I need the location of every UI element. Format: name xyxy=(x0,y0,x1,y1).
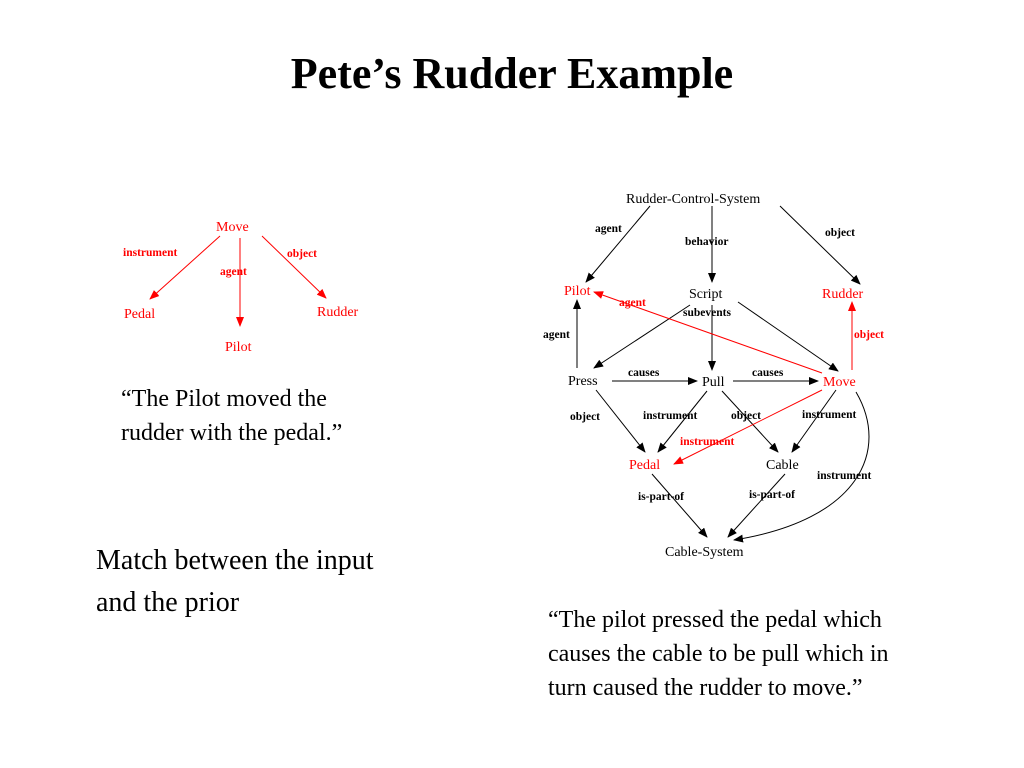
caption-right-line: “The pilot pressed the pedal which xyxy=(548,607,882,633)
node-pilot: Pilot xyxy=(225,340,252,355)
edge-label-object: object xyxy=(570,411,600,423)
edge-move-pedal xyxy=(149,235,221,300)
node-rudder-control-system: Rudder-Control-System xyxy=(626,192,760,207)
edge-label-agent: agent xyxy=(595,223,622,235)
node-pedal: Pedal xyxy=(124,307,155,322)
edge-press-pedal xyxy=(595,389,646,453)
edge-pedal-cablesystem xyxy=(651,473,708,538)
edge-label-instrument: instrument xyxy=(802,409,856,421)
edge-label-causes: causes xyxy=(752,367,784,379)
node-cable: Cable xyxy=(766,458,799,473)
edge-label-agent: agent xyxy=(543,329,570,341)
edge-cable-cablesystem xyxy=(727,473,786,538)
edge-label-instrument: instrument xyxy=(817,470,871,482)
node-pilot: Pilot xyxy=(564,284,591,299)
match-text-line: and the prior xyxy=(96,587,240,618)
caption-right-line: causes the cable to be pull which in xyxy=(548,641,889,667)
node-script: Script xyxy=(689,287,723,302)
caption-right: “The pilot pressed the pedal which cause… xyxy=(548,603,889,705)
edge-pull-cable xyxy=(721,390,779,453)
node-rudder: Rudder xyxy=(822,287,864,302)
match-text-line: Match between the input xyxy=(96,545,374,576)
edge-label-object-red: object xyxy=(854,329,884,341)
edge-pull-pedal xyxy=(657,390,708,453)
slide-title: Pete’s Rudder Example xyxy=(290,49,734,98)
node-move: Move xyxy=(823,375,856,390)
node-rudder: Rudder xyxy=(317,305,359,320)
edge-rcs-pilot xyxy=(585,205,651,283)
small-graph: Move Pedal Pilot Rudder instrument agent… xyxy=(123,220,359,355)
caption-right-line: turn caused the rudder to move.” xyxy=(548,675,863,701)
edge-label-object: object xyxy=(731,410,761,422)
edge-move-pedal-red xyxy=(673,389,823,465)
edge-label-instrument: instrument xyxy=(643,410,697,422)
edge-script-move xyxy=(737,301,839,372)
large-graph: Rudder-Control-System Pilot Script Rudde… xyxy=(543,192,884,560)
edge-label-is-part-of: is-part-of xyxy=(749,489,795,501)
edge-label-instrument-red: instrument xyxy=(680,436,734,448)
edge-move-pilot-red xyxy=(593,291,823,374)
node-pull: Pull xyxy=(702,375,725,390)
match-text: Match between the input and the prior xyxy=(96,540,374,624)
node-press: Press xyxy=(568,374,598,389)
edge-label-is-part-of: is-part-of xyxy=(638,491,684,503)
edge-label-subevents: subevents xyxy=(683,307,731,319)
caption-left-line: “The Pilot moved the xyxy=(121,386,327,412)
node-pedal: Pedal xyxy=(629,458,660,473)
edge-label-agent-red: agent xyxy=(619,297,646,309)
edge-label-object: object xyxy=(825,227,855,239)
edge-label-agent: agent xyxy=(220,266,247,278)
node-move: Move xyxy=(216,220,249,235)
edge-move-cablesystem xyxy=(733,391,870,543)
edge-label-object: object xyxy=(287,248,317,260)
edge-label-causes: causes xyxy=(628,367,660,379)
edge-move-rudder xyxy=(261,235,327,299)
edge-label-behavior: behavior xyxy=(685,236,728,248)
caption-left: “The Pilot moved the rudder with the ped… xyxy=(121,382,342,450)
edge-rcs-rudder xyxy=(779,205,861,285)
edge-label-instrument: instrument xyxy=(123,247,177,259)
caption-left-line: rudder with the pedal.” xyxy=(121,420,343,446)
edge-move-cable xyxy=(791,389,837,453)
edge-script-press xyxy=(593,304,691,369)
node-cable-system: Cable-System xyxy=(665,545,744,560)
